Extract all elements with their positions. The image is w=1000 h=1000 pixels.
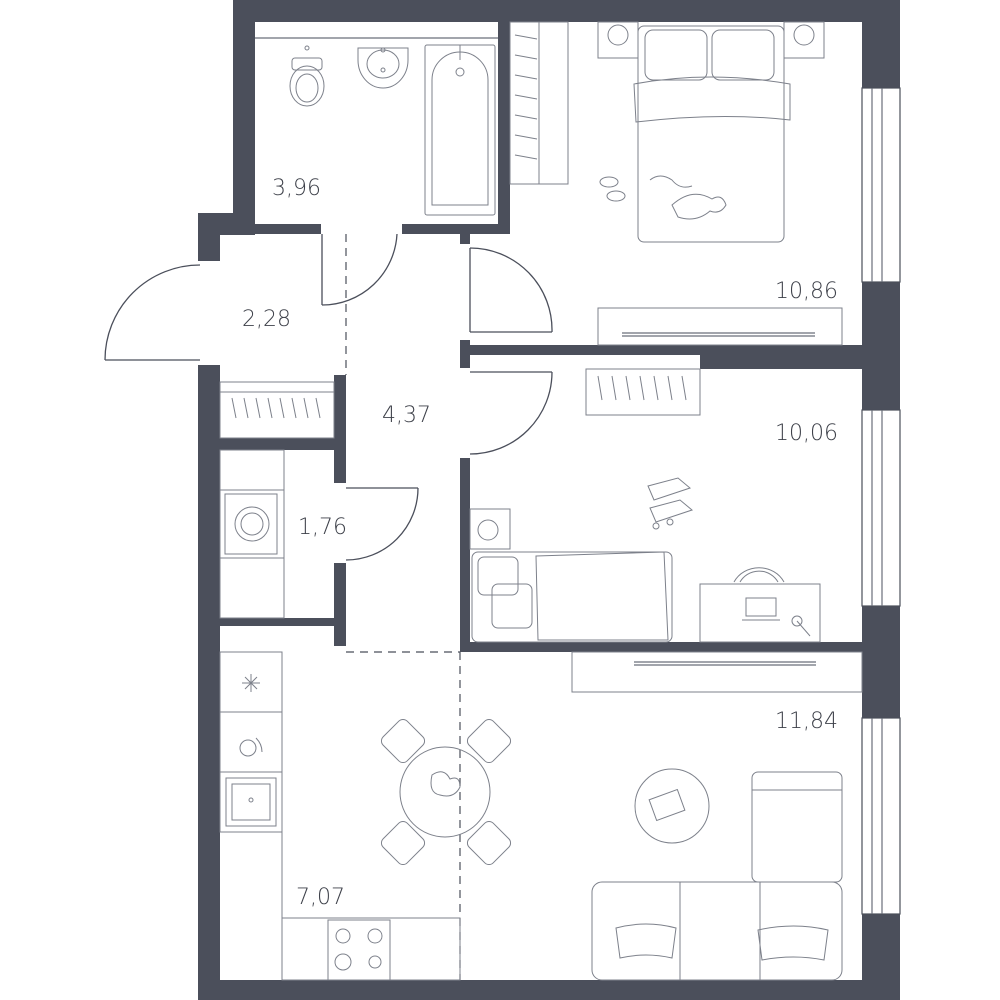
area-label-kitchen: 7,07: [296, 885, 345, 910]
area-labels: 3,96 2,28 4,37 1,76 10,86 10,06 7,07 11,…: [242, 176, 838, 910]
bed-icon: [471, 551, 673, 643]
bedroom2-furniture: [469, 368, 821, 643]
windows: [861, 87, 901, 915]
area-label-entry: 2,28: [242, 307, 291, 332]
bedroom-furniture: [509, 21, 843, 346]
lamp-icon: [793, 24, 815, 46]
cat-icon: [671, 193, 727, 220]
kitchen-sink-icon: [225, 777, 277, 827]
area-label-bedroom2: 10,06: [775, 421, 838, 446]
laundry-fixtures: [219, 449, 285, 619]
area-label-living-room: 11,84: [775, 709, 838, 734]
bed-icon: [633, 25, 791, 243]
area-label-bathroom: 3,96: [272, 176, 321, 201]
toilet-icon: [289, 45, 325, 107]
fridge-icon: [242, 674, 260, 692]
tv-icon: [571, 651, 863, 693]
lamp-icon: [607, 24, 629, 46]
living-furniture: [571, 651, 863, 981]
kitchen-fixtures: [219, 651, 512, 981]
bathtub-icon: [424, 44, 496, 216]
dining-table-icon: [380, 718, 512, 866]
area-label-hallway: 4,37: [382, 403, 431, 428]
doors: [104, 233, 553, 561]
walls: [198, 0, 900, 1000]
zone-lines: [345, 234, 461, 980]
bathroom-fixtures: [255, 37, 498, 216]
rollerskates-icon: [647, 477, 694, 530]
lamp-icon: [477, 519, 499, 541]
sofa-icon: [591, 881, 843, 981]
area-label-laundry: 1,76: [298, 515, 347, 540]
tv-icon: [597, 307, 843, 346]
washing-machine-icon: [224, 493, 278, 555]
coffee-table-icon: [634, 768, 710, 844]
desk-icon: [699, 567, 821, 643]
stove-icon: [327, 919, 391, 981]
sink-icon: [357, 47, 409, 89]
area-label-bedroom: 10,86: [775, 279, 838, 304]
armchair-icon: [751, 771, 843, 883]
entry-wardrobe: [219, 381, 335, 439]
dishwasher-icon: [239, 737, 263, 757]
